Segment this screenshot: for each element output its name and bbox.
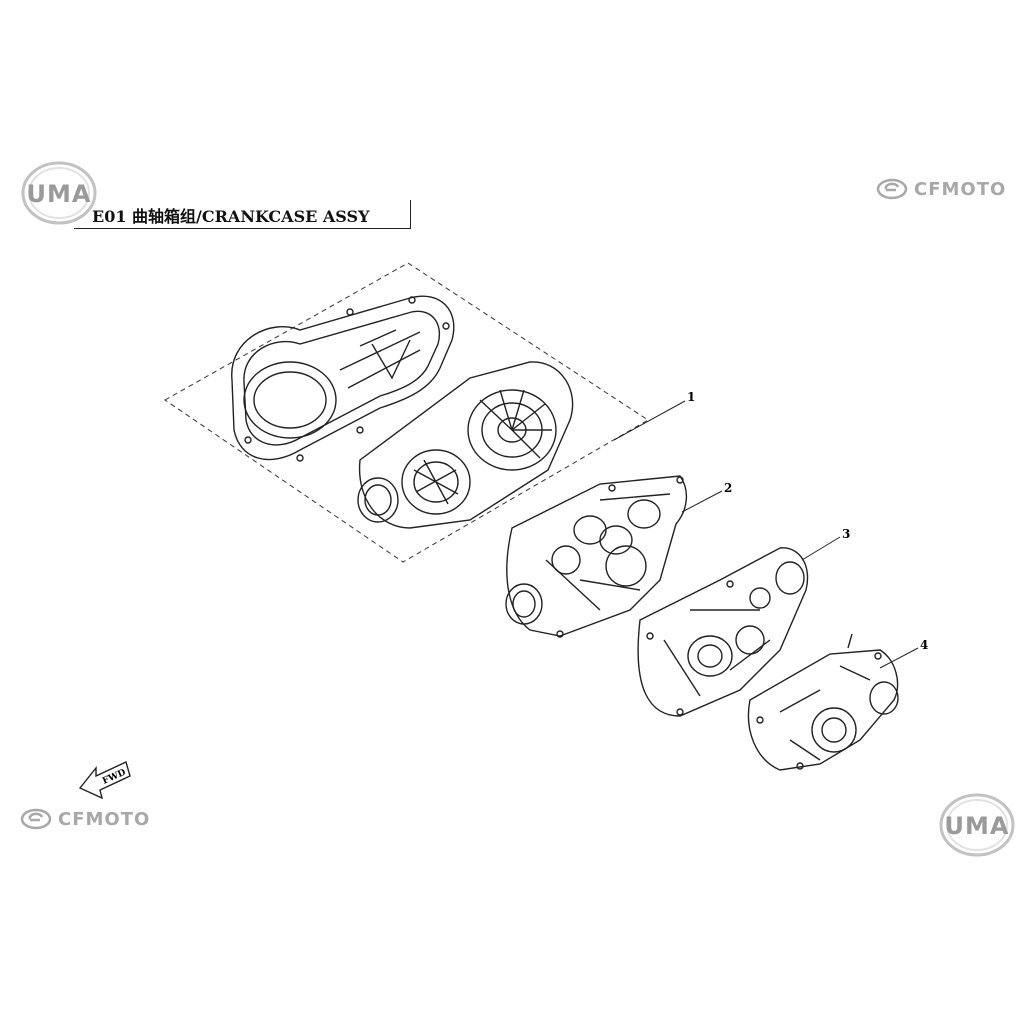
part-1-group-box <box>164 262 649 563</box>
page-title: E01 曲轴箱组/CRANKCASE ASSY <box>92 207 370 226</box>
part-crankcase-right <box>637 547 809 717</box>
fwd-arrow-icon: FWD <box>78 761 131 800</box>
callout-1: 1 <box>687 390 695 404</box>
uma-logo-text: UMA <box>944 812 1010 840</box>
cfmoto-logo-text: CFMOTO <box>58 808 151 830</box>
cfmoto-logo-top-right: CFMOTO <box>876 176 1006 202</box>
leader-line-2 <box>681 490 723 513</box>
uma-logo-bottom-right: UMA <box>936 790 1018 860</box>
part-cvt-inner-cover <box>357 361 574 529</box>
cfmoto-logo-text: CFMOTO <box>914 178 1007 200</box>
uma-logo-text: UMA <box>26 180 92 208</box>
callout-2: 2 <box>724 481 732 495</box>
part-side-cover <box>747 633 899 771</box>
uma-ring-icon <box>21 161 97 225</box>
leader-line-4 <box>879 647 919 669</box>
part-cvt-outer-cover <box>231 295 455 462</box>
uma-logo-top-left: UMA <box>18 158 100 228</box>
uma-ring-icon <box>939 793 1015 857</box>
callout-4: 4 <box>920 638 928 652</box>
part-crankcase-left <box>505 475 687 638</box>
leader-line-1 <box>613 400 686 441</box>
cfmoto-emblem-icon <box>20 808 52 830</box>
cfmoto-logo-bottom-left: CFMOTO <box>20 806 150 832</box>
callout-3: 3 <box>842 527 850 541</box>
title-box: E01 曲轴箱组/CRANKCASE ASSY <box>74 200 411 229</box>
cfmoto-emblem-icon <box>876 178 908 200</box>
leader-line-3 <box>801 536 841 561</box>
